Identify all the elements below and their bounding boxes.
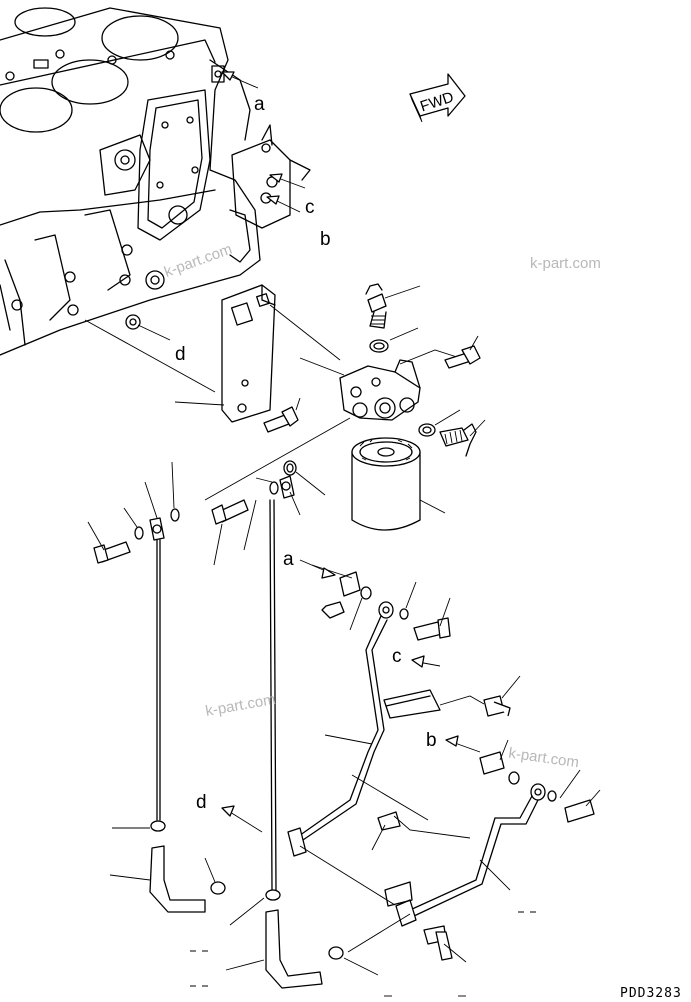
oil-filter-cartridge [351,437,446,531]
filter-mounting-bracket [174,284,341,423]
reference-dash-marks [190,911,536,997]
callout-a-top: a [254,94,265,115]
callout-c-top: c [305,197,315,218]
callout-c-low: c [392,646,402,667]
head-mount-bolt [444,335,481,369]
clamp-bolt-c [439,675,521,717]
tube-clip [351,774,471,851]
callout-arrows-top [137,71,306,341]
filter-head [204,349,461,501]
watermark-4: k-part.com [507,745,580,772]
middle-hose-fitting-set [211,475,323,989]
callout-b-low: b [426,730,437,751]
upper-oil-tube [287,564,451,857]
callout-a-low: a [283,549,294,570]
pressure-sensor-top [365,283,421,353]
sealing-washer [283,460,326,496]
drawing-code: PDD3283 [620,986,682,1001]
left-hose-fitting-set [87,461,226,913]
watermark-1: k-part.com [162,241,234,281]
forward-direction-marker: FWD [409,73,466,123]
callout-d-low: d [196,792,207,813]
watermark-3: k-part.com [204,691,277,720]
watermark-2: k-part.com [530,255,601,272]
callout-b-top: b [320,229,331,250]
bracket-bolt [263,397,301,433]
callout-d-top: d [175,344,186,365]
pressure-sensor-side [418,409,486,457]
lower-oil-tube [384,739,601,927]
engine-block [0,7,311,393]
lower-clamp-bolt [328,913,467,976]
